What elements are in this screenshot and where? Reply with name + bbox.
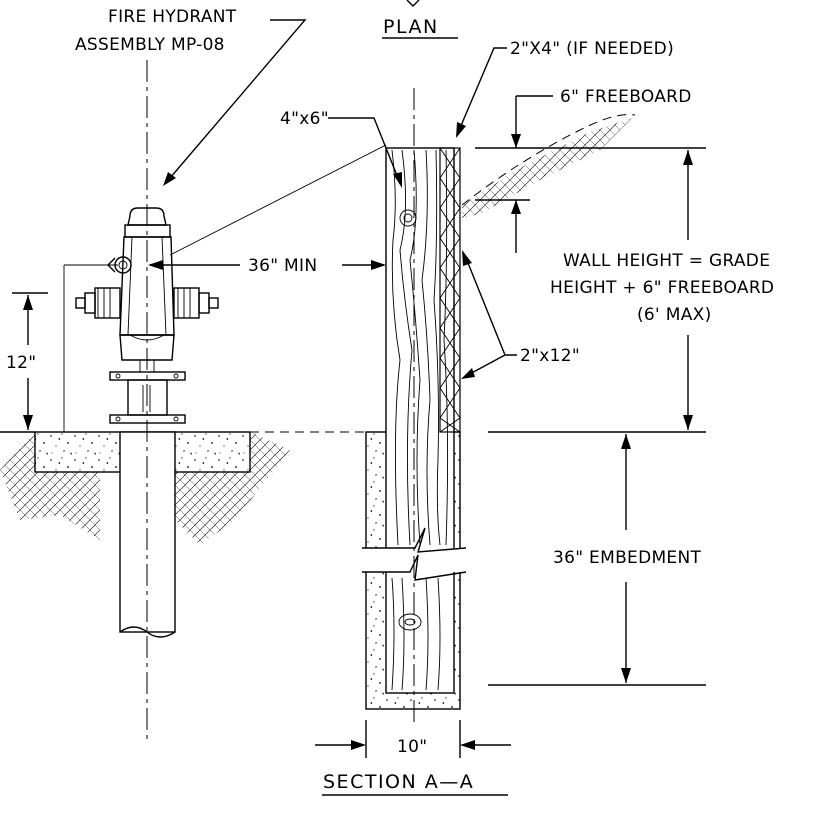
plan-arrow-fragment: [406, 0, 420, 7]
leader-2x4: [459, 47, 507, 129]
wood-grain: [391, 149, 449, 691]
soil-right-of-pipe: [175, 432, 290, 545]
pipe-break: [119, 626, 176, 638]
leader-4x6: [328, 117, 399, 179]
post-4x6: [385, 147, 455, 694]
label-2x4: 2"X4" (IF NEEDED): [510, 39, 674, 59]
hydrant-offset-line-upper: [169, 144, 387, 256]
label-wall-height-1: WALL HEIGHT = GRADE: [563, 251, 770, 271]
soil-slope: [462, 118, 632, 218]
label-36-min: 36" MIN: [248, 256, 317, 276]
post-break-upper: [362, 554, 467, 581]
label-10: 10": [397, 737, 427, 757]
plan-title: PLAN: [383, 16, 439, 38]
board-2x12-cross: [439, 147, 461, 433]
label-wall-height-2: HEIGHT + 6" FREEBOARD: [550, 278, 774, 298]
label-2x12: 2"x12": [520, 346, 580, 366]
post-break-lower: [362, 527, 467, 553]
label-wall-height-3: (6' MAX): [637, 305, 712, 325]
board-2x12: [439, 147, 461, 433]
soil-left: [0, 432, 100, 540]
label-hydrant-assembly: ASSEMBLY MP-08: [75, 35, 225, 55]
label-embedment: 36" EMBEDMENT: [553, 548, 701, 568]
label-freeboard: 6" FREEBOARD: [560, 87, 692, 107]
section-title: SECTION A—A: [323, 771, 474, 793]
hydrant-label-leader: [169, 19, 307, 179]
label-12: 12": [6, 353, 36, 373]
slope-line: [461, 114, 636, 206]
leader-2x12: [465, 257, 517, 377]
label-4x6: 4"x6": [280, 109, 329, 129]
label-hydrant: FIRE HYDRANT: [108, 7, 237, 27]
